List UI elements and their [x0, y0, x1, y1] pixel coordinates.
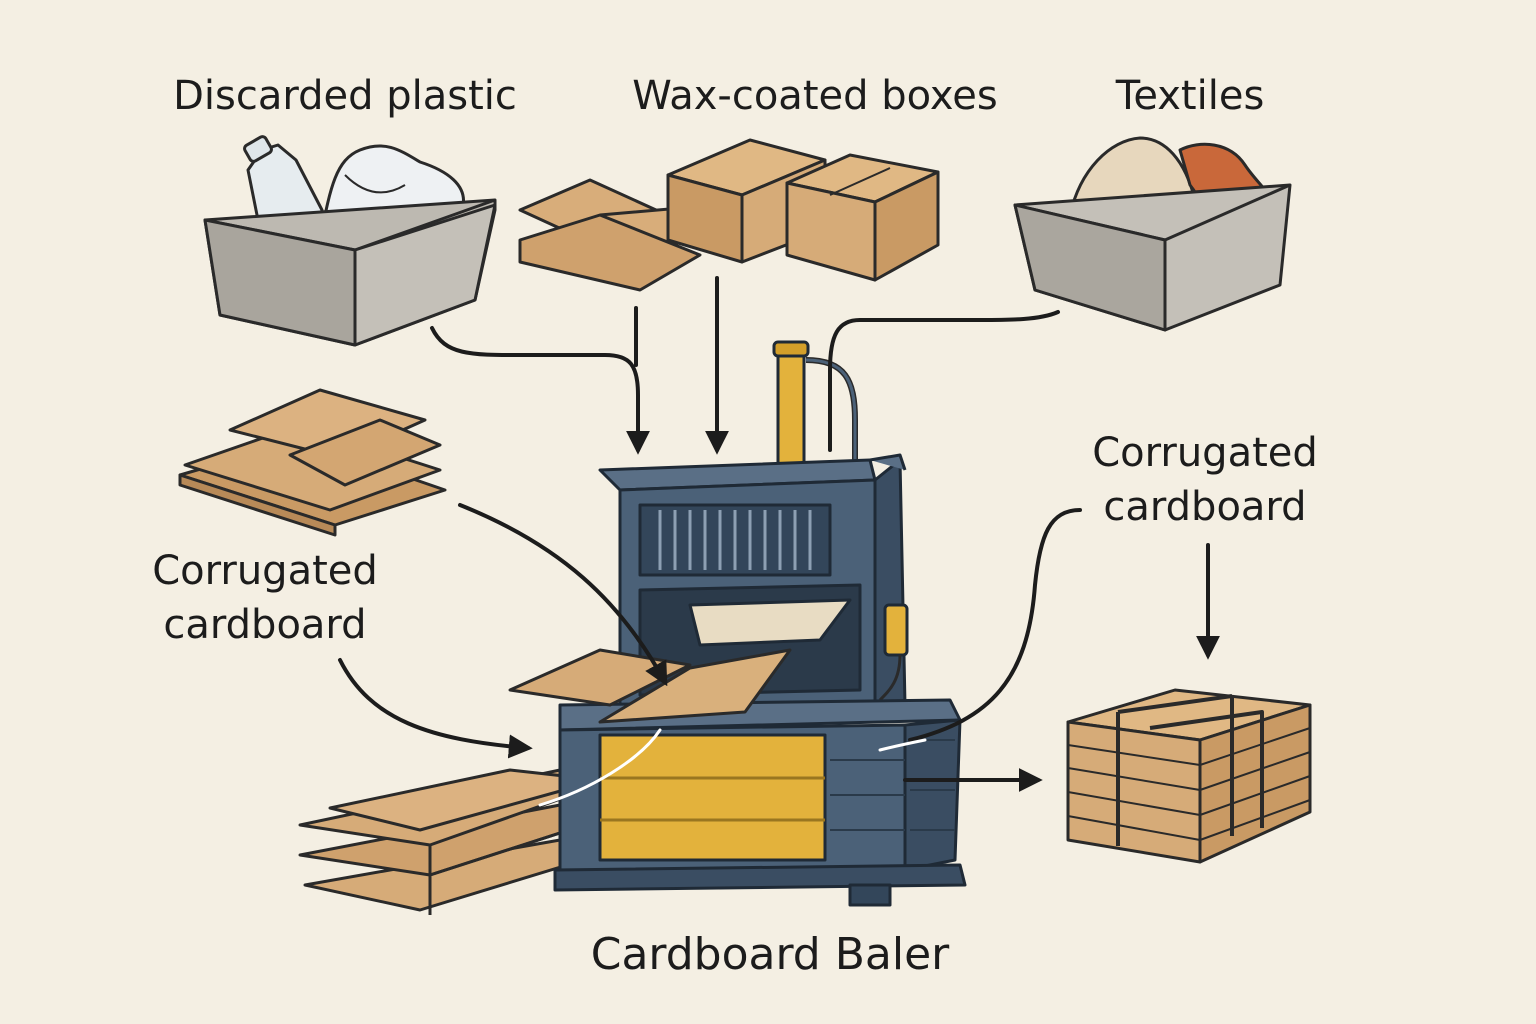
arrow-textiles-to-baler — [828, 310, 1060, 452]
arrow-corrugated-right-to-baler — [908, 508, 1082, 742]
textiles-bin — [1013, 136, 1292, 332]
label-corrugated-cardboard-left: Corrugated cardboard — [120, 544, 410, 652]
corrugated-sheets-left — [178, 388, 447, 537]
label-discarded-plastic: Discarded plastic — [173, 73, 517, 119]
label-textiles: Textiles — [1115, 73, 1265, 119]
label-line: cardboard — [1103, 484, 1307, 530]
plastic-bin — [203, 135, 497, 347]
arrow-feed-highlight — [878, 738, 927, 752]
cardboard-bale-icon — [1066, 688, 1312, 864]
label-corrugated-cardboard-right: Corrugated cardboard — [1060, 426, 1350, 534]
cardboard-box-icon — [785, 153, 940, 282]
arrow-feed-highlight — [538, 728, 662, 807]
arrow-plastic-to-baler — [430, 326, 650, 455]
label-line: Corrugated — [152, 548, 378, 594]
cardboard-feed-stack — [298, 768, 602, 915]
label-wax-coated-boxes: Wax-coated boxes — [632, 73, 998, 119]
label-cardboard-baler: Cardboard Baler — [590, 929, 950, 980]
arrow-sheets-to-baler — [458, 503, 668, 687]
baler-machine-icon — [508, 340, 967, 907]
wax-boxes-group — [518, 138, 940, 292]
arrow-corrugated-left-to-baler — [338, 658, 533, 759]
label-line: Corrugated — [1092, 430, 1318, 476]
flow-arrows — [338, 276, 1220, 792]
label-line: cardboard — [163, 602, 367, 648]
